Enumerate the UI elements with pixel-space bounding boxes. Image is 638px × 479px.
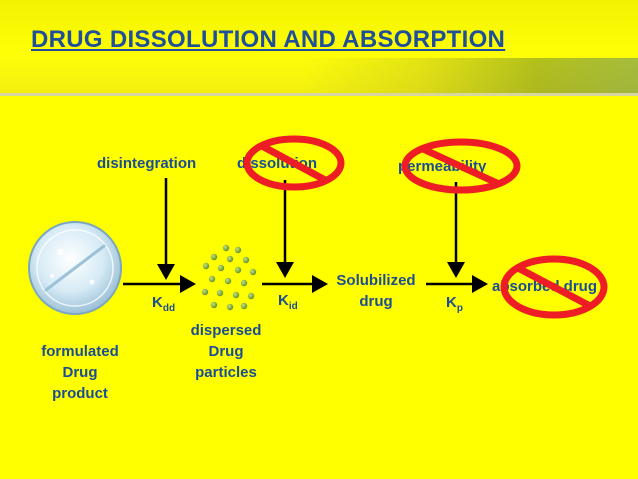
no-sign-icon	[243, 135, 345, 191]
rate-kdd: Kdd	[152, 294, 175, 314]
node-text-line: formulated	[41, 343, 119, 360]
node-text-line: Drug	[62, 364, 98, 381]
node-text-line: product	[52, 385, 108, 402]
arrow-permeability	[447, 182, 465, 278]
node-solubilized-drug: Solubilized drug	[326, 270, 426, 312]
rate-kid: Kid	[278, 292, 298, 312]
header-texture	[300, 58, 638, 96]
node-text-line: Solubilized	[336, 272, 416, 289]
arrow-disintegration	[157, 178, 175, 280]
header-band	[0, 0, 638, 96]
arrow-to-solubilized	[262, 275, 328, 293]
label-disintegration: disintegration	[97, 155, 197, 172]
rate-symbol: K	[278, 292, 289, 309]
node-formulated-drug-product: formulated Drug product	[24, 341, 136, 404]
rate-subscript: dd	[162, 303, 176, 314]
no-sign-icon	[401, 138, 521, 194]
rate-symbol: K	[446, 294, 457, 311]
node-text-line: Drug	[208, 343, 244, 360]
node-dispersed-drug-particles: dispersed Drug particles	[170, 320, 282, 383]
arrow-to-particles	[123, 275, 196, 293]
no-sign-icon	[500, 255, 608, 319]
arrow-dissolution	[276, 180, 294, 278]
node-text-line: particles	[195, 364, 257, 381]
node-text-line: dispersed	[190, 322, 262, 339]
slide-title: DRUG DISSOLUTION AND ABSORPTION	[31, 26, 506, 53]
rate-subscript: id	[288, 301, 298, 312]
rate-kp: Kp	[446, 294, 463, 314]
label-absorbed-drug: absorbed drug	[492, 278, 598, 295]
particles-icon	[201, 244, 257, 311]
arrow-to-absorbed	[426, 275, 488, 293]
rate-symbol: K	[152, 294, 163, 311]
rate-subscript: p	[456, 303, 463, 314]
header-divider	[0, 93, 638, 96]
tablet-icon	[28, 221, 122, 315]
node-text-line: drug	[359, 293, 393, 310]
